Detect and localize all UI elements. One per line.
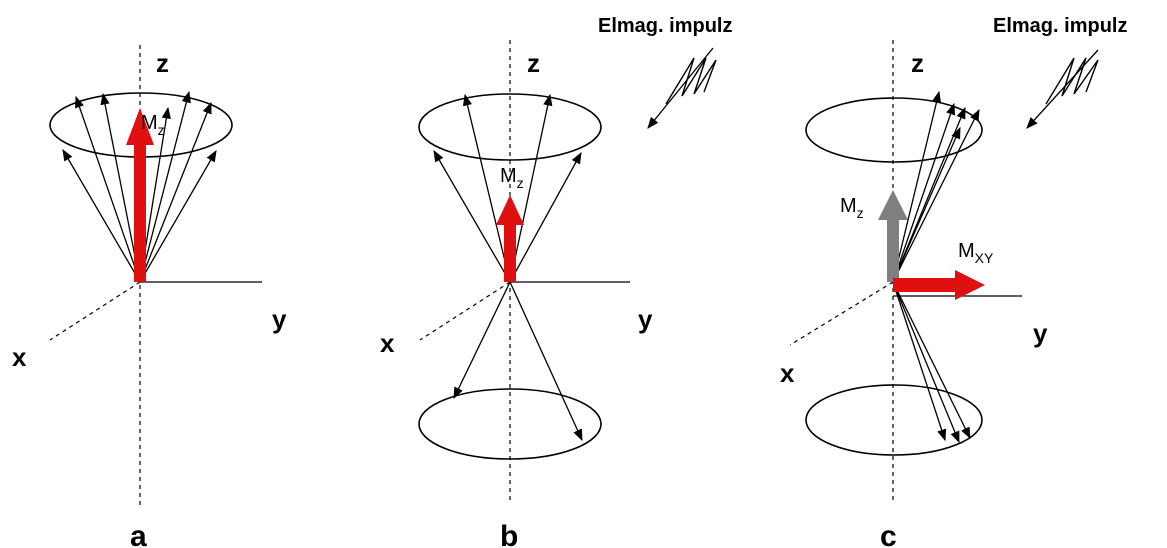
mz-label: Mz <box>141 112 165 138</box>
pulse-label: Elmag. impulz <box>598 15 732 37</box>
spin-vector <box>139 149 217 283</box>
pulse-label: Elmag. impulz <box>993 15 1127 37</box>
spin-vector <box>509 93 553 283</box>
y-axis-label: y <box>638 304 653 334</box>
pulse-direction-arrow <box>647 47 714 129</box>
spin-vector <box>139 101 212 283</box>
x-axis-label: x <box>12 342 27 372</box>
rf-pulse <box>647 47 717 129</box>
spin-vector <box>892 90 942 283</box>
spin-vector <box>892 126 961 283</box>
x-axis-label: x <box>380 328 395 358</box>
pulse-wave-icon <box>1045 57 1099 105</box>
spin-vector <box>62 148 141 283</box>
panel-c-label: c <box>880 520 897 548</box>
spin-vector <box>892 281 947 442</box>
y-axis-label: y <box>1033 318 1048 348</box>
panel-b-label: b <box>500 520 518 548</box>
x-axis-label: x <box>780 358 795 388</box>
pulse-direction-arrow <box>1026 49 1099 129</box>
mz-vector <box>878 190 908 282</box>
precession-cone-top <box>418 93 602 161</box>
mxy-label: MXY <box>958 240 994 266</box>
precession-cone-bottom <box>418 388 602 460</box>
spin-vector <box>509 281 583 442</box>
mz-label: Mz <box>840 195 864 221</box>
panel-a-label: a <box>130 520 147 548</box>
x-axis <box>49 281 141 341</box>
z-axis-label: z <box>527 48 540 78</box>
spin-vector <box>453 281 511 400</box>
precession-cone-bottom <box>805 384 983 456</box>
z-axis-label: z <box>911 48 924 78</box>
mz-vector <box>126 108 154 282</box>
rf-pulse <box>1026 49 1099 129</box>
spin-vector <box>75 95 141 283</box>
spin-vector <box>509 151 582 283</box>
spin-vector <box>462 93 511 283</box>
z-axis-label: z <box>156 48 169 78</box>
spin-vector <box>892 108 980 283</box>
spin-vector <box>892 281 971 440</box>
mxy-vector <box>893 270 985 300</box>
x-axis <box>789 281 894 346</box>
x-axis <box>419 281 511 341</box>
spin-vectors <box>433 93 583 442</box>
spin-vector <box>139 90 191 283</box>
panel-b: z y x Mz Elmag. impulz b <box>380 15 732 548</box>
spin-vector <box>100 92 141 283</box>
spin-vector <box>892 102 956 283</box>
precession-cone-top <box>805 97 983 163</box>
panel-a: z y x Mz a <box>12 45 287 548</box>
pulse-wave-icon <box>665 57 717 105</box>
spin-vector <box>892 281 960 444</box>
mz-vector <box>496 195 524 282</box>
y-axis-label: y <box>272 304 287 334</box>
spin-vector <box>433 149 511 283</box>
spin-vectors <box>892 90 980 444</box>
mz-label: Mz <box>500 165 524 191</box>
panel-c: z y x Mz MXY Elmag. impulz c <box>780 15 1127 548</box>
